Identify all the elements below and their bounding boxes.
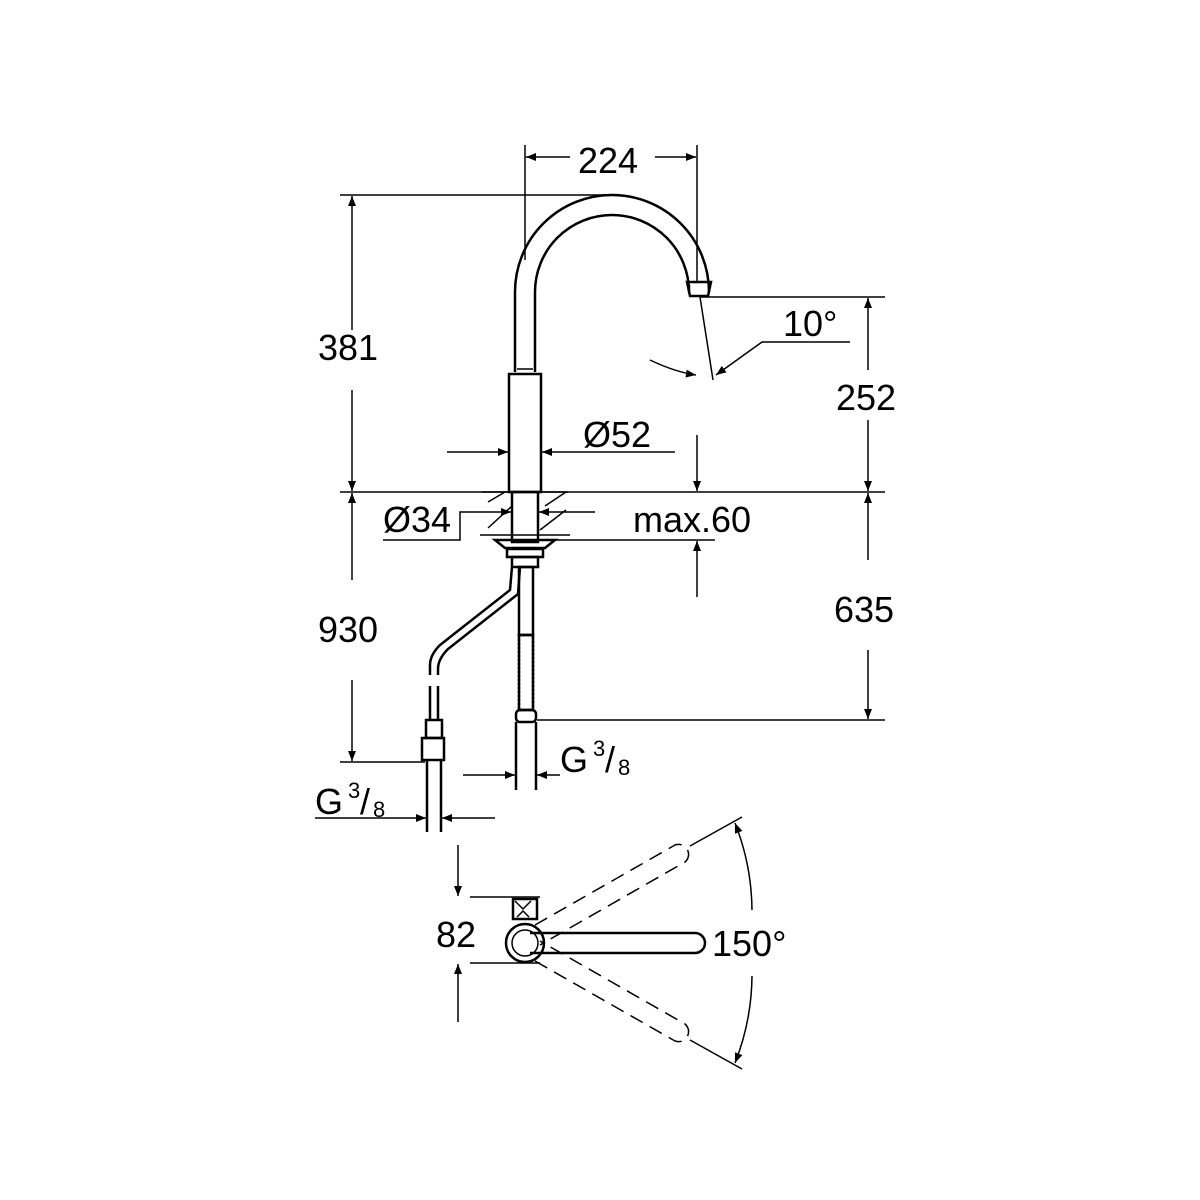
dim-base-depth: 82 xyxy=(436,914,477,955)
dim-outlet-height: 252 xyxy=(836,377,897,418)
dim-hose-length: 930 xyxy=(318,609,379,650)
connection-denominator: 8 xyxy=(373,797,386,822)
dimension-lines xyxy=(315,145,885,822)
faucet-side-view xyxy=(420,193,713,832)
connection-slash: / xyxy=(360,781,371,822)
connection-thread-letter: G xyxy=(560,739,589,780)
connection-numerator: 3 xyxy=(348,778,361,803)
faucet-top-view xyxy=(454,816,753,1070)
connection-denominator: 8 xyxy=(618,755,631,780)
connection-numerator: 3 xyxy=(593,736,606,761)
connection-slash: / xyxy=(605,739,616,780)
dim-max-deck-thickness: max.60 xyxy=(633,499,752,540)
dim-swivel-angle: 150° xyxy=(712,923,787,964)
dim-spout-angle: 10° xyxy=(783,303,838,344)
dim-mount-diameter: Ø34 xyxy=(383,499,452,540)
dim-spout-reach: 224 xyxy=(578,140,639,181)
dim-height-above-deck: 381 xyxy=(318,327,379,368)
connection-thread-letter: G xyxy=(315,781,344,822)
dim-supply-length: 635 xyxy=(834,589,895,630)
dim-body-diameter: Ø52 xyxy=(583,414,652,455)
